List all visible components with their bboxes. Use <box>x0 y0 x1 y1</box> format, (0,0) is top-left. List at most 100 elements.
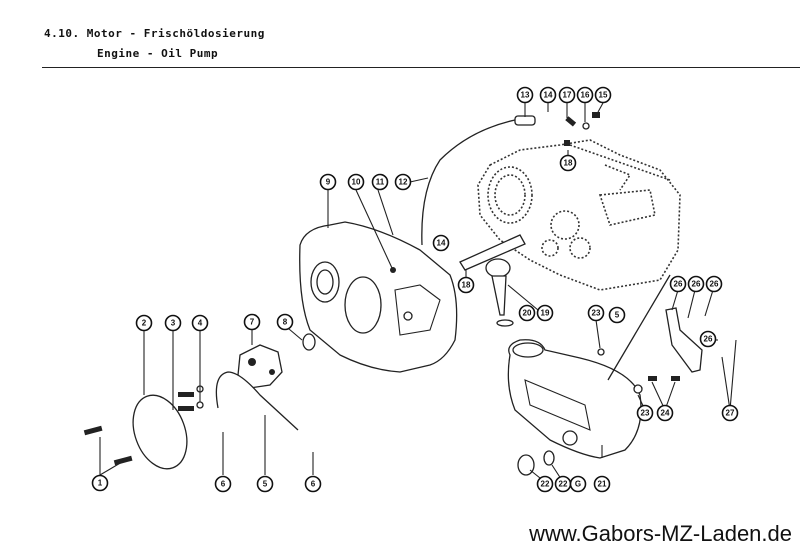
callout-12: 12 <box>394 173 412 191</box>
svg-text:11: 11 <box>376 178 385 187</box>
svg-text:27: 27 <box>726 409 735 418</box>
svg-text:22: 22 <box>541 480 550 489</box>
svg-text:22: 22 <box>559 480 568 489</box>
callout-22-seal: 22 <box>554 475 572 493</box>
header-rule <box>42 67 800 68</box>
svg-text:1: 1 <box>98 479 103 488</box>
callout-16: 16 <box>576 86 594 104</box>
svg-text:26: 26 <box>710 280 719 289</box>
callout-23-bottom: 23 <box>636 404 654 422</box>
svg-text:19: 19 <box>541 309 550 318</box>
vent-hose-5 <box>607 274 671 381</box>
svg-text:6: 6 <box>311 480 316 489</box>
callout-17: 17 <box>558 86 576 104</box>
callout-10: 10 <box>347 173 365 191</box>
engine-block <box>477 139 681 291</box>
leader-lines <box>99 102 737 483</box>
hose-sleeve-13 <box>514 115 536 126</box>
cover-plate-2 <box>132 394 188 470</box>
callout-22-plug: 22 <box>536 475 554 493</box>
title-german: Motor - Frischöldosierung <box>86 27 265 40</box>
svg-text:G: G <box>575 480 581 489</box>
callout-15: 15 <box>594 86 612 104</box>
callout-26-a: 26 <box>669 275 687 293</box>
oil-tank-21 <box>507 339 642 459</box>
callout-3: 3 <box>164 314 182 332</box>
callout-2: 2 <box>135 314 153 332</box>
svg-text:8: 8 <box>283 318 288 327</box>
oil-pump-cover-casing <box>299 221 458 373</box>
callout-13: 13 <box>516 86 534 104</box>
callout-6-right: 6 <box>304 475 322 493</box>
svg-text:21: 21 <box>598 480 607 489</box>
callout-24: 24 <box>656 404 674 422</box>
svg-text:14: 14 <box>437 239 446 248</box>
callout-14-top: 14 <box>539 86 557 104</box>
svg-text:15: 15 <box>599 91 608 100</box>
section-heading-de: 4.10. Motor - Frischöldosierung <box>44 27 265 40</box>
svg-text:26: 26 <box>704 335 713 344</box>
callout-26-b: 26 <box>687 275 705 293</box>
svg-text:23: 23 <box>592 309 601 318</box>
screw-1a <box>83 425 103 436</box>
oil-hose-12 <box>421 119 516 246</box>
svg-text:18: 18 <box>564 159 573 168</box>
callout-20: 20 <box>518 304 536 322</box>
callout-26-d: 26 <box>699 330 717 348</box>
nut-23a <box>597 348 605 356</box>
seal-20 <box>496 319 514 327</box>
seal-ring-22 <box>543 450 555 466</box>
svg-text:4: 4 <box>198 319 203 328</box>
screw-24a <box>648 376 657 381</box>
section-number: 4.10. <box>44 27 80 40</box>
callout-5-left: 5 <box>256 475 274 493</box>
bracket <box>665 307 703 373</box>
callout-23-top: 23 <box>587 304 605 322</box>
oil-line-5 <box>215 371 299 431</box>
washer-16 <box>582 122 590 130</box>
svg-text:23: 23 <box>641 409 650 418</box>
svg-text:9: 9 <box>326 178 331 187</box>
svg-text:5: 5 <box>615 311 620 320</box>
svg-text:26: 26 <box>692 280 701 289</box>
callout-11: 11 <box>371 173 389 191</box>
website-watermark: www.Gabors-MZ-Laden.de <box>529 521 792 546</box>
callout-14-mid: 14 <box>432 234 450 252</box>
callout-7: 7 <box>243 313 261 331</box>
nut-23b <box>633 384 643 394</box>
svg-text:6: 6 <box>221 480 226 489</box>
title-english: Engine - Oil Pump <box>97 47 219 60</box>
washer-4b <box>196 401 204 409</box>
svg-text:13: 13 <box>521 91 530 100</box>
banjo-17 <box>565 116 577 127</box>
svg-text:2: 2 <box>142 319 147 328</box>
callout-27: 27 <box>721 404 739 422</box>
drain-plug-22 <box>517 454 535 476</box>
svg-text:3: 3 <box>171 319 176 328</box>
callout-g: G <box>569 475 587 493</box>
screw-24b <box>671 376 680 381</box>
dipstick-19 <box>485 258 511 316</box>
callout-1: 1 <box>91 474 109 492</box>
callout-26-c: 26 <box>705 275 723 293</box>
svg-text:7: 7 <box>250 318 255 327</box>
svg-text:17: 17 <box>563 91 572 100</box>
drive-shaft-18 <box>459 234 526 271</box>
callout-19: 19 <box>536 304 554 322</box>
svg-text:10: 10 <box>352 178 361 187</box>
svg-text:14: 14 <box>544 91 553 100</box>
callout-18-top: 18 <box>559 154 577 172</box>
screw-3b <box>178 406 194 411</box>
screw-3a <box>178 392 194 397</box>
svg-text:5: 5 <box>263 480 268 489</box>
callout-4: 4 <box>191 314 209 332</box>
callout-5-right: 5 <box>608 306 626 324</box>
svg-text:26: 26 <box>674 280 683 289</box>
screw-1b <box>113 455 133 466</box>
callout-9: 9 <box>319 173 337 191</box>
svg-text:20: 20 <box>523 309 532 318</box>
bolt-15 <box>592 112 600 118</box>
nipple-18 <box>564 140 570 146</box>
callout-6-left: 6 <box>214 475 232 493</box>
callout-18-shaft: 18 <box>457 276 475 294</box>
